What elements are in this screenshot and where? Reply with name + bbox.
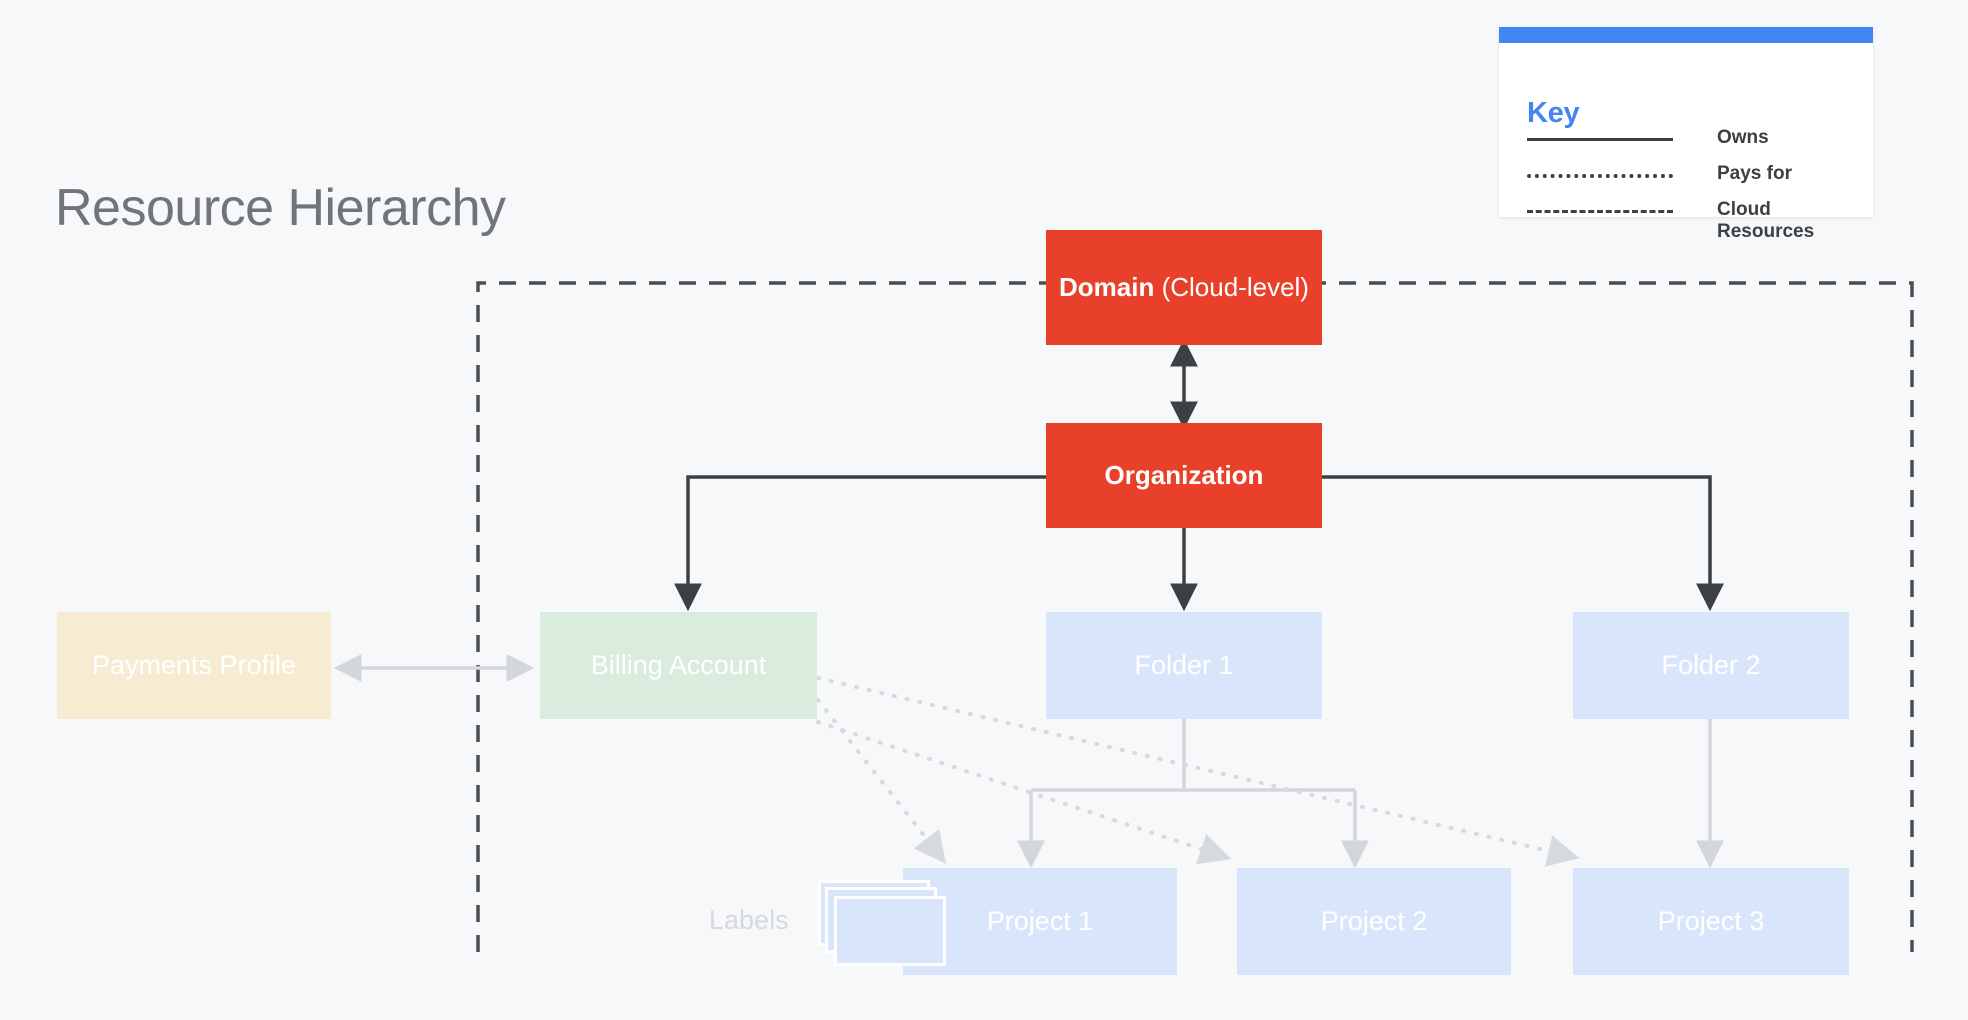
key-entry-owns: Owns <box>1527 127 1847 161</box>
dashed-line-icon <box>1527 203 1673 219</box>
node-project-2[interactable]: Project 2 <box>1237 868 1511 975</box>
key-heading: Key <box>1527 97 1580 129</box>
key-entry-cloud-resources: Cloud Resources <box>1527 199 1847 245</box>
node-payments-profile[interactable]: Payments Profile <box>57 612 331 719</box>
key-entry-pays-for: Pays for <box>1527 163 1847 197</box>
node-project-3[interactable]: Project 3 <box>1573 868 1849 975</box>
edge-billing-project2 <box>816 720 1232 865</box>
edge-billing-project1 <box>816 698 947 864</box>
node-folder-2-label: Folder 2 <box>1661 650 1761 681</box>
key-entry-label: Owns <box>1717 127 1769 148</box>
node-folder-1[interactable]: Folder 1 <box>1046 612 1322 719</box>
node-project-1-label: Project 1 <box>986 906 1094 937</box>
node-folder-2[interactable]: Folder 2 <box>1573 612 1849 719</box>
node-organization[interactable]: Organization <box>1046 423 1322 528</box>
node-domain-label: Domain (Cloud-level) <box>1059 271 1309 302</box>
node-folder-1-label: Folder 1 <box>1134 650 1234 681</box>
key-accent-bar <box>1499 27 1873 43</box>
node-domain[interactable]: Domain (Cloud-level) <box>1046 230 1322 345</box>
node-project-2-label: Project 2 <box>1320 906 1428 937</box>
label-card-front <box>834 896 946 966</box>
node-payments-profile-label: Payments Profile <box>91 650 297 681</box>
key-entry-label: Cloud Resources <box>1717 199 1815 243</box>
key-entry-label: Pays for <box>1717 163 1792 184</box>
node-project-1[interactable]: Project 1 <box>903 868 1177 975</box>
labels-stack-icon <box>818 880 946 966</box>
edge-organization-folder2 <box>1322 475 1724 612</box>
node-organization-label: Organization <box>1104 459 1264 490</box>
key-entry-list: Owns Pays for Cloud Resources <box>1527 127 1847 247</box>
node-billing-account-label: Billing Account <box>590 650 767 681</box>
edge-organization-billing <box>674 475 1046 612</box>
dotted-line-icon <box>1527 167 1673 183</box>
node-project-3-label: Project 3 <box>1657 906 1765 937</box>
key-legend: Key Owns Pays for Cloud Resources <box>1499 27 1873 242</box>
labels-caption: Labels <box>709 905 789 935</box>
node-billing-account[interactable]: Billing Account <box>540 612 817 719</box>
solid-line-icon <box>1527 131 1673 147</box>
page-title: Resource Hierarchy <box>55 179 506 237</box>
